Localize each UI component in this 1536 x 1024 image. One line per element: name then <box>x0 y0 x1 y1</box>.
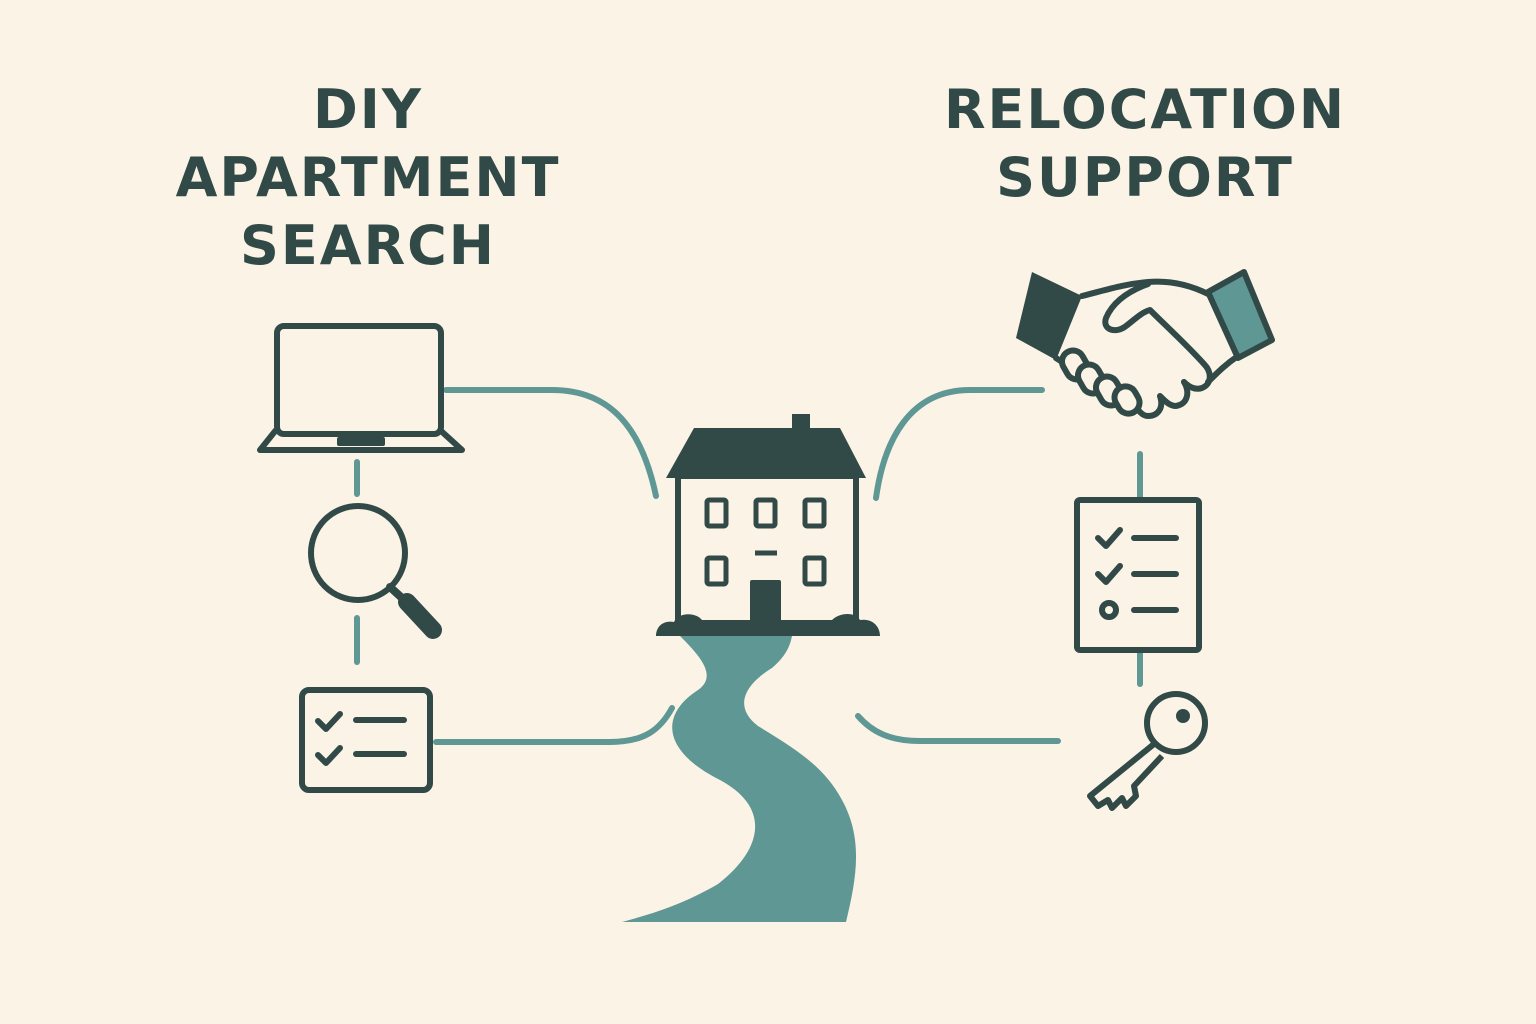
laptop-icon <box>257 323 465 453</box>
house-icon <box>656 414 880 636</box>
winding-path <box>622 636 857 922</box>
connector-laptop-house <box>443 387 659 499</box>
connector-key-path <box>855 713 1061 744</box>
connector-checklist-path <box>433 705 675 745</box>
diy-apartment-search-heading: DIY APARTMENT SEARCH <box>168 76 568 280</box>
connector-handshake-house <box>873 387 1045 501</box>
magnifier-icon <box>308 503 442 639</box>
heading-line: DIY <box>312 78 424 141</box>
connector-lines <box>354 387 1143 745</box>
relocation-support-heading: RELOCATION SUPPORT <box>925 76 1365 212</box>
key-icon <box>1087 691 1208 811</box>
heading-line: SEARCH <box>240 214 496 277</box>
heading-line: RELOCATION <box>943 78 1347 141</box>
heading-line: APARTMENT <box>175 146 561 209</box>
handshake-icon <box>1016 269 1275 419</box>
heading-line: SUPPORT <box>996 146 1294 209</box>
checklist-card-icon <box>299 687 433 793</box>
checklist-document-icon <box>1074 497 1202 653</box>
